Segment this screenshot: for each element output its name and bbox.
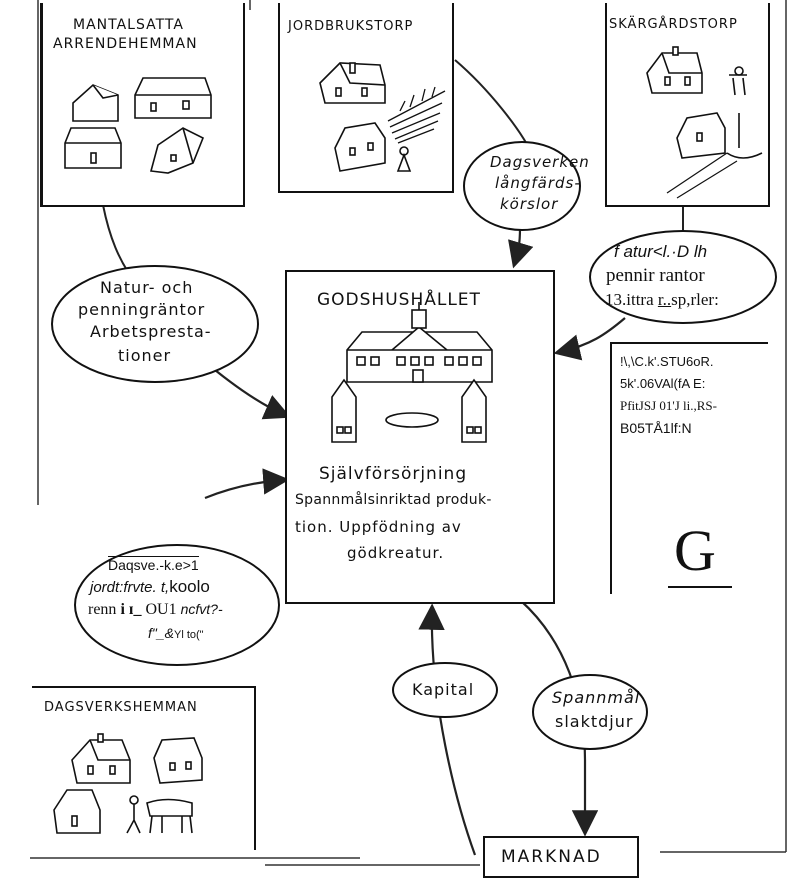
- dagsverken-line3: körslor: [500, 195, 559, 213]
- dagsverke-left-line3: renn i ɪ_ OU1 ncfvt?-: [88, 601, 223, 618]
- godshushallet-line2: Spannmålsinriktad produk-: [295, 492, 492, 508]
- g-box-line3: PfitJSJ 01'J li.,RS-: [620, 398, 717, 413]
- mantalsatta-title-line1: MANTALSATTA: [73, 17, 184, 33]
- godshushallet-title: GODSHUSHÅLLET: [317, 290, 481, 310]
- bubble-natur: [51, 265, 259, 383]
- kapital-label: Kapital: [412, 680, 475, 699]
- box-dagsverkshemman: DAGSVERKSHEMMAN: [32, 686, 256, 850]
- bubble-dagsverken: [463, 141, 581, 231]
- box-godshushallet: GODSHUSHÅLLET Självförsörjning Spannmåls…: [285, 270, 555, 604]
- line-jordbruk-to-dagsverken: [454, 59, 531, 151]
- box-skargardstorp: SKÄRGÅRDSTORP: [605, 3, 770, 207]
- bubble-skargard-right: [589, 230, 777, 324]
- line-mantalsatta-to-natur: [102, 204, 131, 276]
- natur-line1: Natur- och: [100, 278, 194, 297]
- godshushallet-line1: Självförsörjning: [319, 464, 468, 484]
- manor-house-illustration: [331, 302, 493, 443]
- dagsverkshemman-title: DAGSVERKSHEMMAN: [44, 700, 198, 715]
- arrow-dagsverke-to-godshus: [204, 468, 290, 500]
- skargard-right-line2: pennir rantor: [606, 265, 705, 286]
- dagsverke-left-line2: jordt:frvte. t,koolo: [90, 577, 210, 596]
- arrow-skargard-to-godshus: [553, 317, 626, 361]
- skargard-right-line1: f atur<l.·D lh: [614, 242, 708, 261]
- archipelago-cottage-illustration: [646, 46, 763, 199]
- box-marknad: MARKNAD: [483, 836, 639, 878]
- box-g-estates: !\,\C.k'.STU6oR. 5k'.06VAl(fA E: PfitJSJ…: [610, 342, 768, 594]
- box-jordbrukstorp: JORDBRUKSTORP: [278, 3, 454, 193]
- skargardstorp-title: SKÄRGÅRDSTORP: [609, 17, 738, 32]
- farmhouses-illustration: [64, 77, 212, 174]
- bubble-kapital: [392, 662, 498, 718]
- dagsverken-line2: långfärds-: [495, 174, 581, 192]
- jordbrukstorp-title: JORDBRUKSTORP: [288, 19, 414, 34]
- natur-line3: Arbetspresta-: [90, 322, 212, 341]
- mantalsatta-title-line2: ARRENDEHEMMAN: [53, 36, 198, 52]
- g-box-line1: !\,\C.k'.STU6oR.: [620, 354, 714, 369]
- smallholding-illustration: [53, 733, 203, 834]
- dagsverken-line1: Dagsverken: [490, 153, 590, 171]
- arrow-dagsverken-to-godshus: [508, 227, 534, 269]
- g-box-line2: 5k'.06VAl(fA E:: [620, 376, 706, 391]
- box-mantalsatta-arrendehemman: MANTALSATTA ARRENDEHEMMAN: [40, 3, 245, 207]
- marknad-title: MARKNAD: [501, 847, 602, 867]
- spannmal-line1: Spannmål: [552, 688, 641, 707]
- g-box-letter: G: [674, 518, 716, 583]
- spannmal-line2: slaktdjur: [555, 712, 634, 731]
- cottage-field-illustration: [319, 62, 446, 172]
- g-box-underline: [668, 586, 732, 588]
- arrow-natur-to-godshus: [214, 369, 292, 420]
- skargard-right-line3: 13.ittra r..sp,rler:: [605, 290, 719, 309]
- dagsverke-left-line4: f"_&Yl to(": [148, 625, 204, 641]
- natur-line2: penningräntor: [78, 300, 206, 319]
- natur-line4: tioner: [118, 346, 172, 365]
- dagsverke-left-line1: Daqsve.-k.e>1: [108, 556, 199, 573]
- godshushallet-line4: gödkreatur.: [347, 544, 445, 562]
- bubble-dagsverke-left: [74, 544, 280, 666]
- arrow-marknad-to-godshus: [418, 603, 477, 856]
- godshushallet-line3: tion. Uppfödning av: [295, 518, 462, 536]
- bubble-spannmal: [532, 674, 648, 750]
- g-box-line4: B05TÅ1lf:N: [620, 420, 692, 436]
